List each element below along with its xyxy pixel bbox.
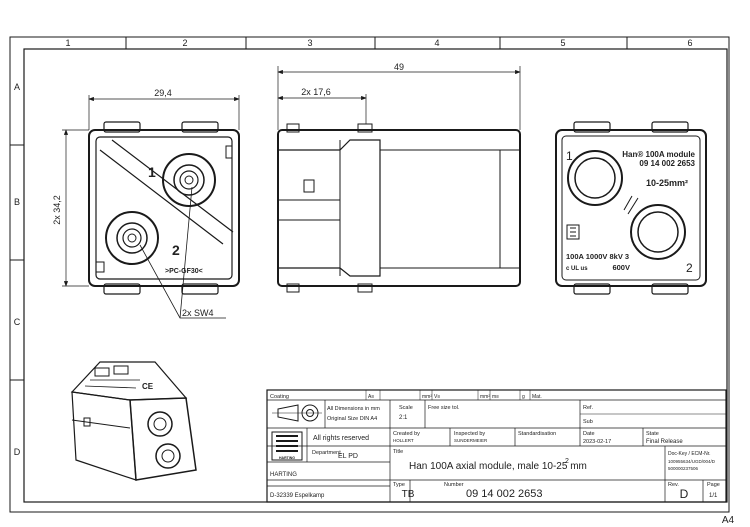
side-length-dimension: 49 [394,62,404,72]
rev-value: D [680,487,689,501]
front-contact-2-label: 2 [172,242,180,258]
company-name: HARTING [270,472,297,478]
rear-voltage: 600V [612,263,630,272]
column-label: 1 [65,38,70,48]
title-superscript: 2 [565,458,569,465]
side-view [277,123,521,293]
number-label: Number [444,482,464,488]
row-label: B [14,197,20,207]
doc-key-value-2: 500000237506 [668,466,699,471]
isometric-view: CE [70,361,197,481]
wrench-size-label: 2x SW4 [182,308,214,318]
title-label: Title [393,449,403,455]
coating-flag: m≡ [492,394,499,400]
type-value: TB [402,489,415,500]
coating-flag: V≡ [434,394,440,400]
iso-ce-mark: CE [142,382,154,391]
projection-symbol-icon [272,404,322,422]
inspected-label: Inspected by [454,431,485,437]
state-value: Final Release [646,439,683,445]
company-address: D-32339 Espelkamp [270,493,325,499]
column-label: 6 [687,38,692,48]
doc-key-value-1: 100955634/UGD/004/D [668,459,716,464]
side-dimensions: 49 2x 17,6 [277,62,521,130]
rear-cross-section: 10-25mm² [646,178,688,188]
title-block: HARTING Coating A≡ mm² V≡ mm² m≡ g Mat. … [266,389,727,503]
rev-label: Rev. [668,482,679,488]
row-label: C [14,317,21,327]
state-label: State [646,431,659,437]
column-label: 4 [434,38,439,48]
standardisation-label: Standardisation [518,431,556,437]
dims-note-1: All Dimensions in mm [327,406,380,412]
rear-ul-mark: c UL us [566,266,588,272]
front-view: 1 2 >PC-GF30< 2x SW4 [88,121,240,319]
logo-text: HARTING [279,456,295,460]
coating-flag: Mat. [532,394,542,400]
page-value: 1/1 [709,493,718,499]
harting-logo-icon: HARTING [271,431,303,461]
coating-flag: A≡ [368,394,374,400]
front-contact-1-label: 1 [148,164,156,180]
column-label: 2 [182,38,187,48]
row-label: D [14,447,21,457]
front-height-dimension: 2x 34,2 [52,195,62,225]
type-label: Type [393,482,405,488]
front-width-dimension: 29,4 [154,88,172,98]
date-label: Date [583,431,595,437]
coating-flag: g [522,394,525,400]
created-label: Created by [393,431,420,437]
rear-contact-2-label: 2 [686,261,693,275]
rights-text: All rights reserved [313,435,369,442]
tolerance-label: Free size tol. [428,405,460,411]
row-labels: A B C D [14,82,21,457]
dims-note-2: Original Size DIN A4 [327,416,377,422]
rear-product-name: Han® 100A module [622,150,695,159]
doc-key-label: Doc-Key / ECM-Nr. [668,451,711,457]
rear-contact-1-label: 1 [566,149,573,163]
sub-label: Sub [583,419,593,425]
scale-label: Scale [399,405,413,411]
number-value: 09 14 002 2653 [466,488,542,500]
department-label: Department [312,450,341,456]
column-labels: 1 2 3 4 5 6 [65,38,692,48]
rear-rating: 100A 1000V 8kV 3 [566,252,629,261]
title-value: Han 100A axial module, male 10-25 mm [409,461,587,472]
sheet-frame [9,36,730,513]
coating-flag: mm² [480,394,490,400]
department-value: EL PD [338,453,358,460]
ref-label: Ref. [583,405,594,411]
sheet-size: A4 [722,515,735,526]
coating-label: Coating [270,394,289,400]
coating-flag: mm² [422,394,432,400]
side-pitch-dimension: 2x 17,6 [301,87,331,97]
scale-value: 2:1 [399,415,408,421]
rear-view: 1 2 Han® 100A module 09 14 002 2653 10-2… [555,121,707,295]
page-label: Page [707,482,720,488]
column-label: 5 [560,38,565,48]
front-dimensions: 29,4 2x 34,2 [52,88,240,287]
row-label: A [14,82,20,92]
date-value: 2023-02-17 [583,439,611,445]
rear-part-number: 09 14 002 2653 [639,159,695,168]
inspected-value: SUNDERMEIER [454,438,488,443]
created-value: HOLLERT [393,438,414,443]
column-label: 3 [307,38,312,48]
